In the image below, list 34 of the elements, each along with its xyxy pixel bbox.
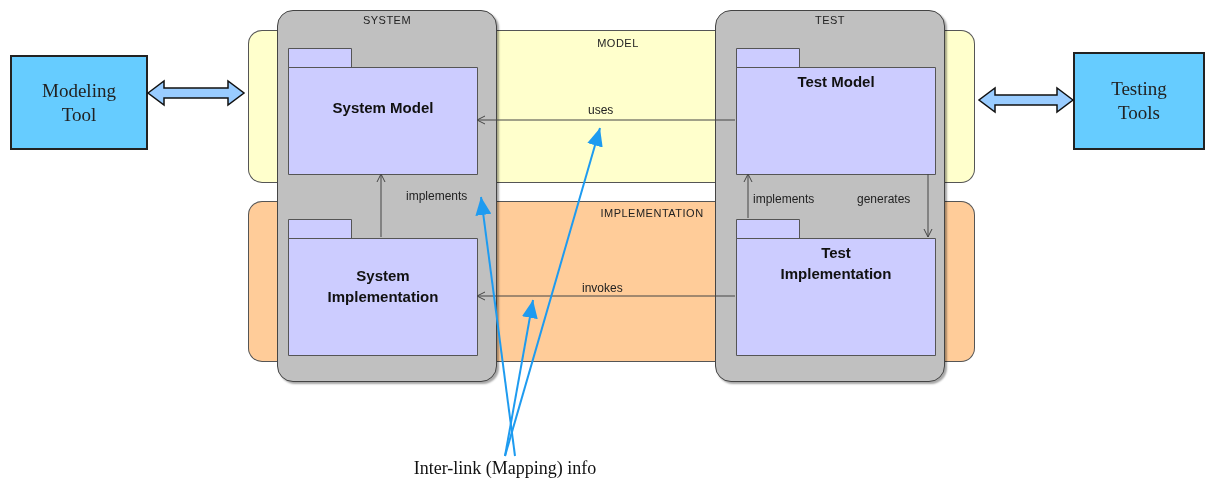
tool-box [10, 55, 148, 150]
package-box [288, 48, 478, 175]
edge-label: uses [588, 103, 614, 118]
package-box [288, 219, 478, 356]
panel-title: TEST [814, 13, 846, 27]
edge-label: invokes [582, 281, 623, 296]
arrow [743, 173, 753, 219]
arrow [376, 173, 386, 238]
tool-box [1073, 52, 1205, 150]
package-title: System Model [331, 98, 435, 118]
rounded-panel [277, 10, 497, 382]
package-box [736, 48, 936, 175]
band-title: IMPLEMENTATION [600, 206, 704, 220]
leader-arrow [504, 299, 538, 457]
arrow [923, 173, 933, 238]
band-title: MODEL [597, 36, 639, 50]
arrow [476, 115, 736, 125]
block-arrow [146, 79, 246, 107]
package-title: Test Model [796, 72, 876, 92]
package-title: System Implementation [326, 266, 440, 307]
box-label: Testing Tools [1110, 77, 1168, 125]
note-text: Inter-link (Mapping) info [380, 456, 630, 480]
edge-label: generates [857, 192, 911, 207]
arrow [476, 291, 736, 301]
leader-arrow [504, 127, 603, 457]
package-title: Test Implementation [779, 243, 893, 284]
edge-label: implements [406, 189, 468, 204]
box-label: Modeling Tool [41, 78, 117, 127]
block-arrow [977, 86, 1075, 114]
panel-title: SYSTEM [362, 13, 412, 27]
edge-label: implements [753, 192, 815, 207]
rounded-panel [715, 10, 945, 382]
leader-arrow [475, 196, 516, 457]
package-box [736, 219, 936, 356]
